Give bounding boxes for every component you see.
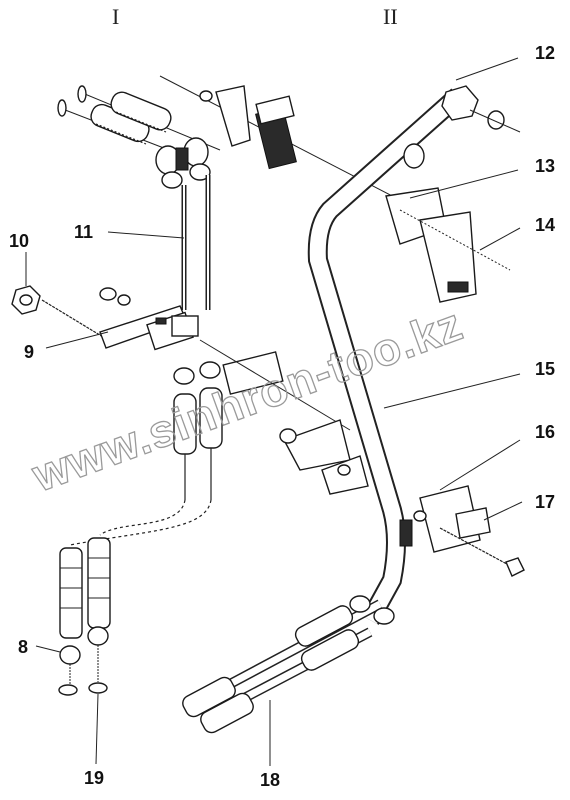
section-label-i: I xyxy=(112,4,119,29)
callout-19: 19 xyxy=(84,768,104,788)
callout-8: 8 xyxy=(18,637,28,657)
callout-15: 15 xyxy=(535,359,555,379)
top-clamp xyxy=(159,75,401,201)
right-assembly xyxy=(182,85,525,734)
callout-17: 17 xyxy=(535,492,555,512)
callout-18: 18 xyxy=(260,770,280,790)
callout-13: 13 xyxy=(535,156,555,176)
section-label-ii: II xyxy=(383,4,398,29)
callout-14: 14 xyxy=(535,215,555,235)
callout-12: 12 xyxy=(535,43,555,63)
callout-9: 9 xyxy=(24,342,34,362)
callout-16: 16 xyxy=(535,422,555,442)
callout-10: 10 xyxy=(9,231,29,251)
leader-lines xyxy=(25,57,523,766)
callout-11: 11 xyxy=(74,222,93,242)
watermark-text: www.sinhron-too.kz xyxy=(25,298,470,502)
left-assembly xyxy=(11,85,369,696)
